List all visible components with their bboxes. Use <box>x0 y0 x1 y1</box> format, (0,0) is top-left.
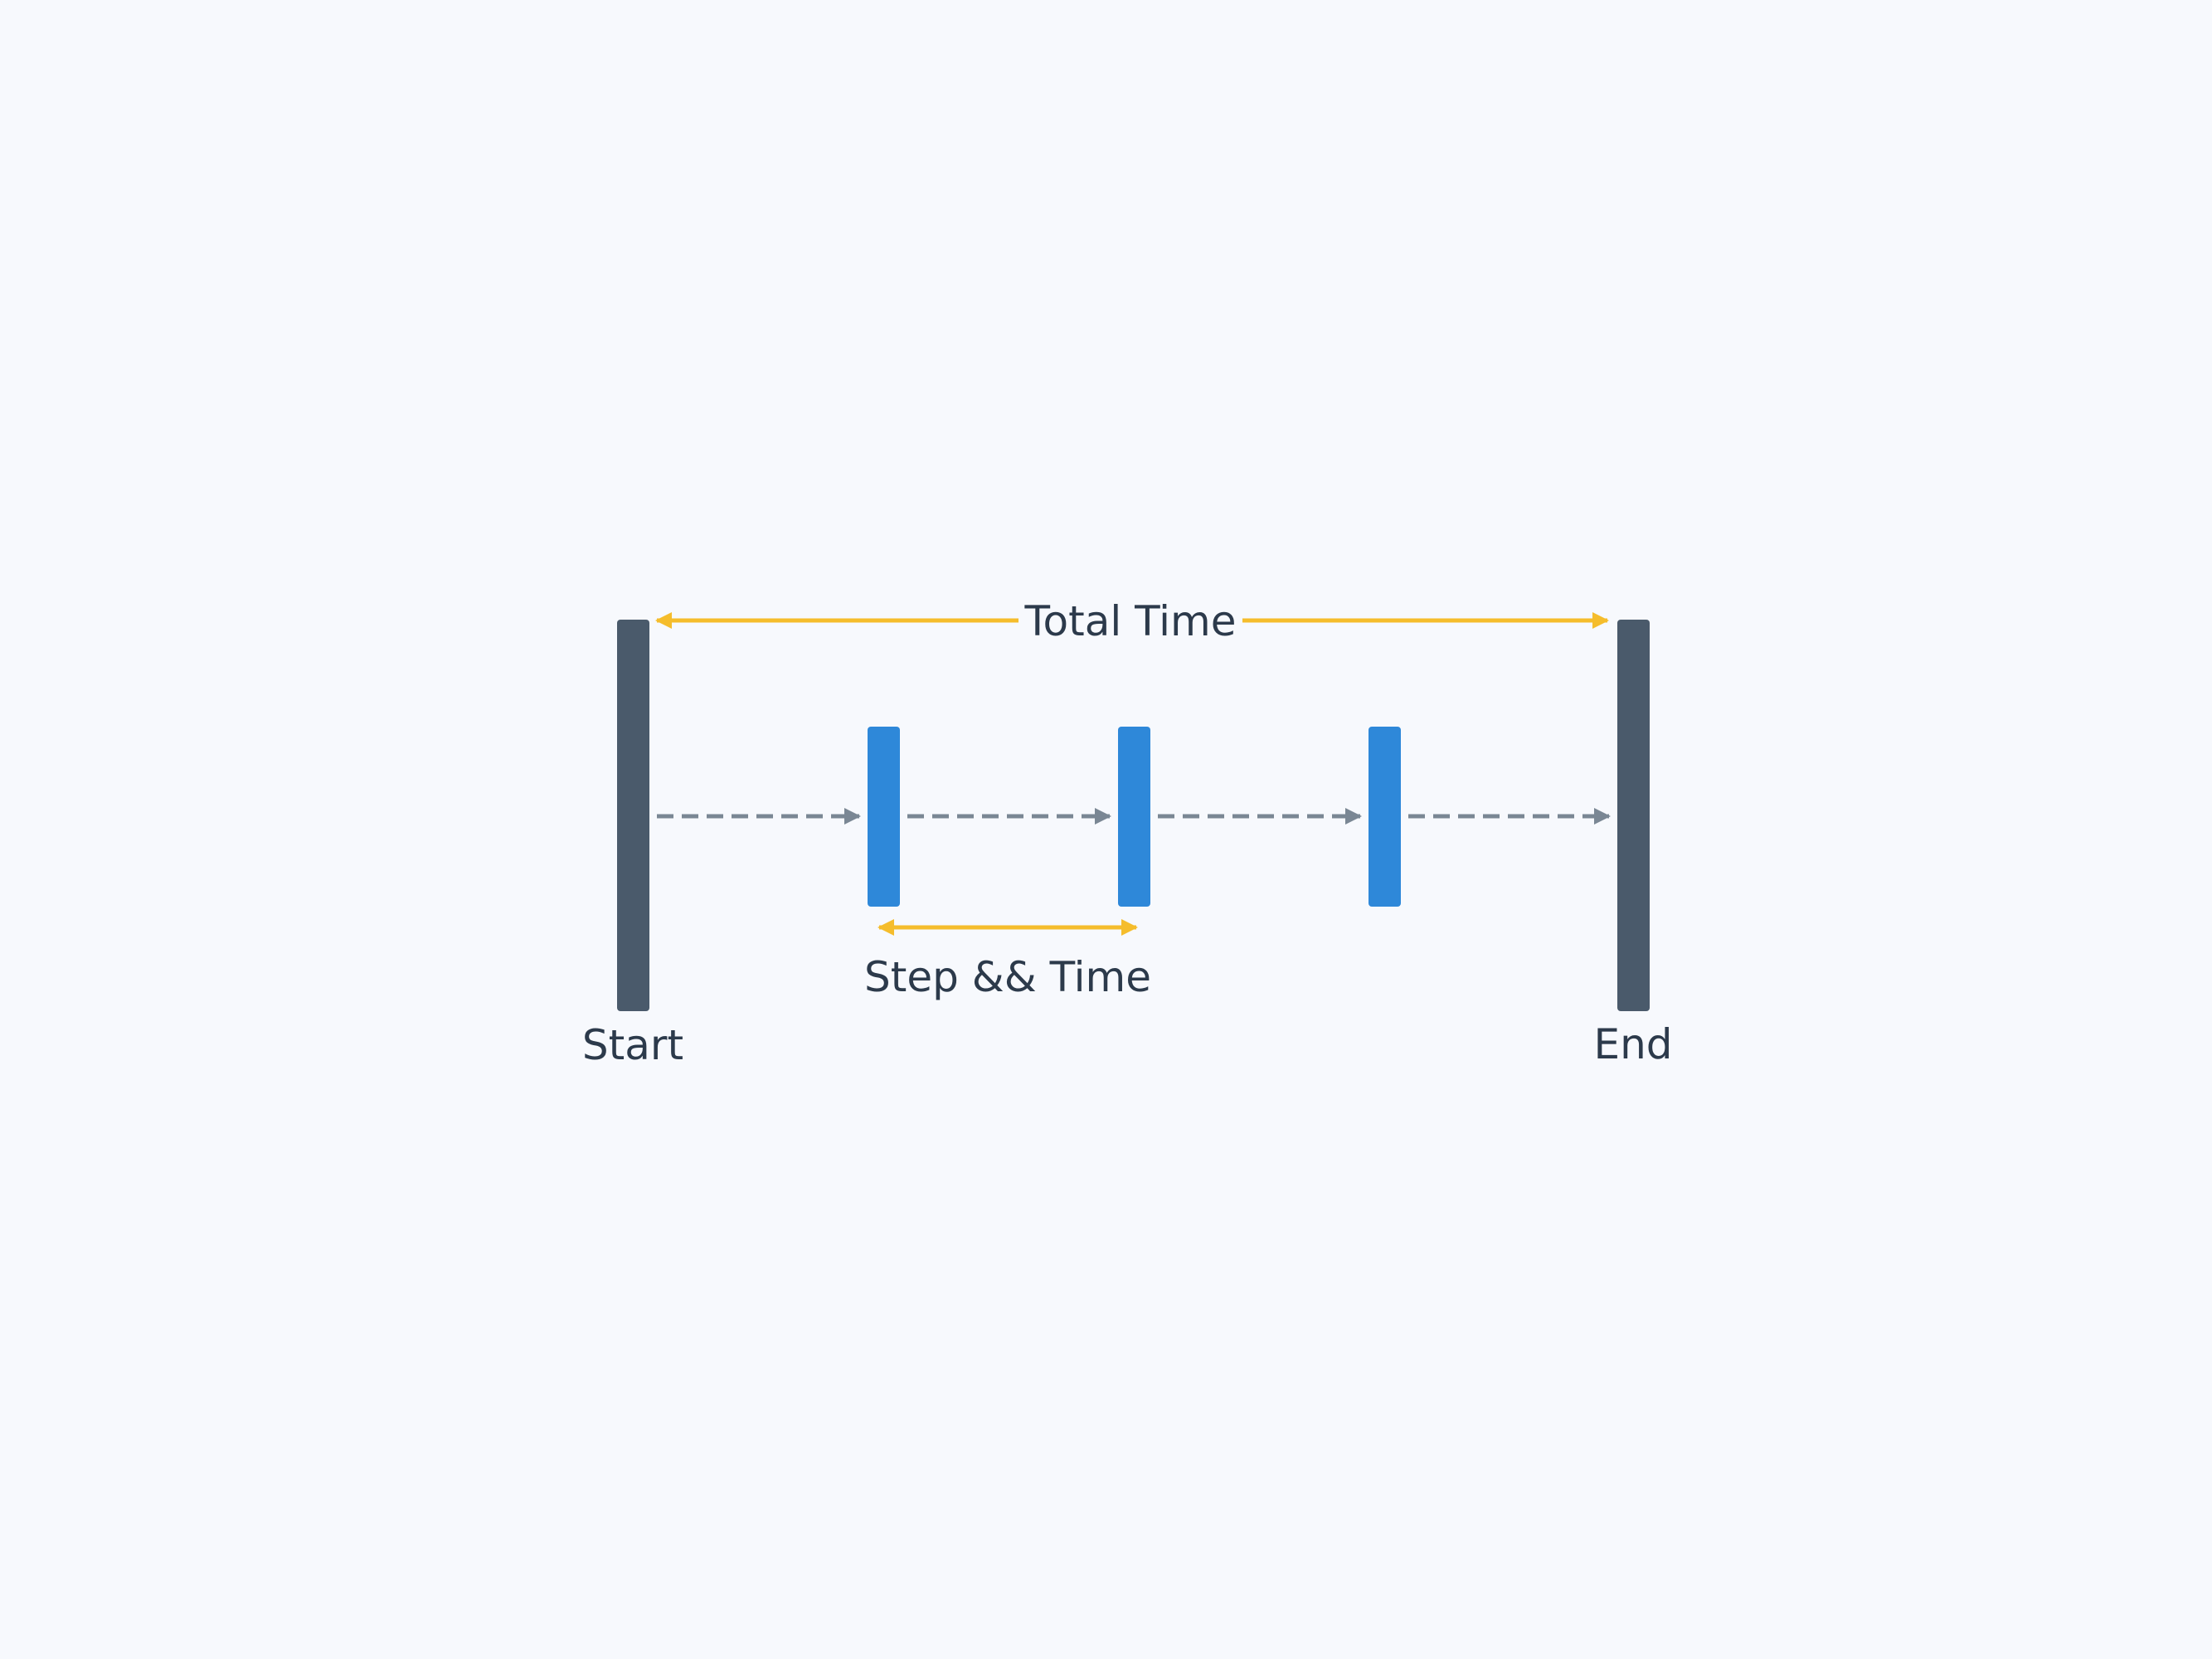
step-bar-2 <box>1118 727 1150 907</box>
end-bar <box>1617 620 1650 1011</box>
start-bar <box>617 620 649 1011</box>
total-time-label: Total Time <box>1023 597 1236 645</box>
start-label: Start <box>582 1021 683 1069</box>
step-time-label: Step && Time <box>864 953 1151 1001</box>
step-bar-3 <box>1369 727 1401 907</box>
step-bar-1 <box>868 727 900 907</box>
end-label: End <box>1593 1020 1672 1068</box>
